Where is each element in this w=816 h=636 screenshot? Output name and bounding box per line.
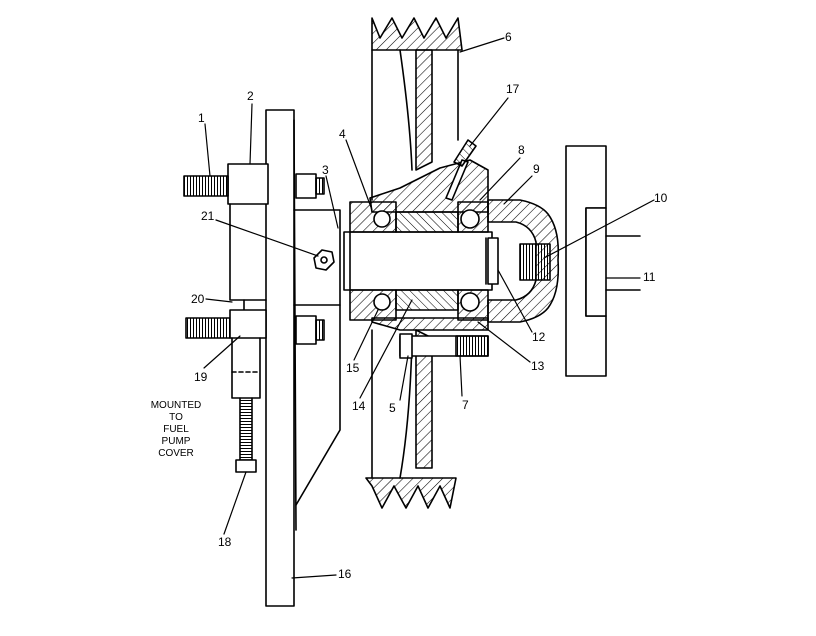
label-part-10: 10	[654, 191, 668, 205]
label-part-19: 19	[194, 370, 208, 384]
leader-lines	[204, 38, 654, 578]
label-part-20: 20	[191, 292, 205, 306]
label-part-3: 3	[322, 163, 329, 177]
label-part-1: 1	[198, 111, 205, 125]
nut	[314, 250, 334, 270]
label-part-18: 18	[218, 535, 232, 549]
label-part-8: 8	[518, 143, 525, 157]
mounting-plate	[266, 110, 340, 606]
pulley-lower-grooves	[366, 478, 456, 508]
pulley-upper-grooves	[372, 18, 462, 50]
bearings	[350, 202, 488, 320]
end-housing	[488, 200, 558, 322]
plate-nuts	[296, 174, 324, 344]
shaft	[344, 232, 498, 290]
mounting-note: MOUNTED TO FUEL PUMP COVER	[141, 400, 211, 460]
label-part-16: 16	[338, 567, 352, 581]
pulley-upper-web	[416, 50, 432, 170]
label-part-11: 11	[643, 270, 656, 284]
mounting-note-line-3: FUEL	[163, 424, 189, 435]
stud-upper	[184, 176, 228, 196]
label-part-9: 9	[533, 162, 540, 176]
label-part-4: 4	[339, 127, 346, 141]
label-part-12: 12	[532, 330, 546, 344]
spacer	[396, 212, 458, 310]
idler-bolt	[400, 334, 488, 358]
label-part-17: 17	[506, 82, 520, 96]
bracket	[228, 164, 268, 310]
label-part-7: 7	[462, 398, 469, 412]
label-part-5: 5	[389, 401, 396, 415]
flange	[566, 146, 640, 376]
mounting-note-line-4: PUMP	[161, 436, 191, 447]
label-part-2: 2	[247, 89, 254, 103]
label-part-14: 14	[352, 399, 366, 413]
mounting-note-line-1: MOUNTED	[150, 400, 202, 411]
spring	[520, 244, 550, 280]
label-part-6: 6	[505, 30, 512, 44]
grease-fitting	[446, 140, 476, 200]
mounting-note-line-2: TO	[169, 412, 183, 423]
stud-lower	[186, 310, 266, 472]
label-part-15: 15	[346, 361, 360, 375]
label-part-13: 13	[531, 359, 545, 373]
label-part-21: 21	[201, 209, 215, 223]
mounting-note-line-5: COVER	[158, 448, 194, 459]
